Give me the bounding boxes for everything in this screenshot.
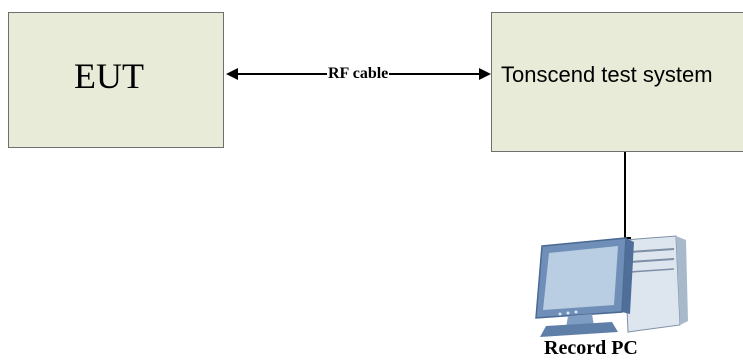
rf-cable-label: RF cable <box>327 65 390 83</box>
arrowhead-right <box>479 68 491 80</box>
test-system-box <box>491 12 743 152</box>
test-system-label: Tonscend test system <box>501 62 713 87</box>
eut-box <box>8 12 224 148</box>
eut-label: EUT <box>74 56 144 96</box>
record-pc-label: Record PC <box>544 337 638 359</box>
arrowhead-left <box>226 68 238 80</box>
